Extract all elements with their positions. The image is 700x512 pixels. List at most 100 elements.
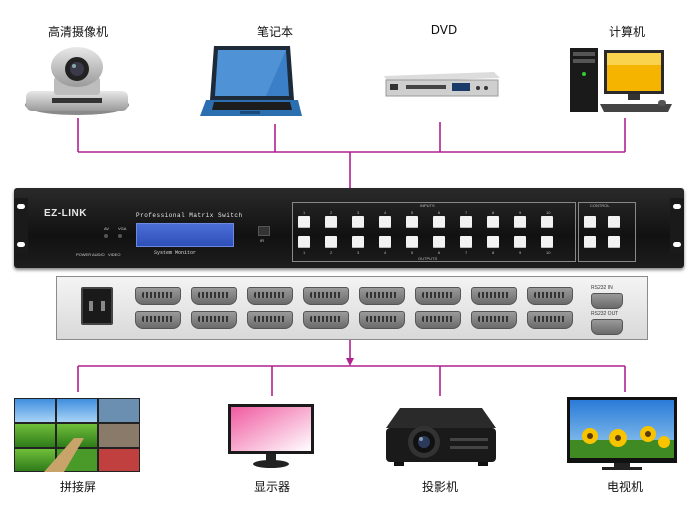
input-button[interactable] [514, 216, 526, 228]
output-button-number: 3 [357, 250, 360, 255]
rs232-out-port [591, 319, 623, 335]
output-port [527, 311, 573, 329]
led-av [104, 234, 108, 238]
output-port [135, 311, 181, 329]
input-port [135, 287, 181, 305]
input-button-number: 2 [330, 210, 333, 215]
input-button[interactable] [541, 216, 553, 228]
output-button[interactable] [487, 236, 499, 248]
source-label-laptop: 笔记本 [256, 25, 293, 39]
input-button-number: 7 [465, 210, 468, 215]
ir-label: IR [260, 238, 264, 243]
input-button-number: 10 [546, 210, 551, 215]
input-button-number: 4 [384, 210, 387, 215]
output-port [359, 311, 405, 329]
input-button-number: 5 [411, 210, 414, 215]
output-button[interactable] [433, 236, 445, 248]
input-button[interactable] [379, 216, 391, 228]
output-port [471, 311, 517, 329]
output-button-number: 2 [330, 250, 333, 255]
matrix-switch-front-panel: EZ-LINK AV VGA POWER AUDIO VIDEO Profess… [14, 188, 684, 268]
output-button[interactable] [352, 236, 364, 248]
output-button[interactable] [298, 236, 310, 248]
rs232-out-label: RS232 OUT [591, 311, 619, 317]
output-button[interactable] [325, 236, 337, 248]
ir-receiver [258, 226, 270, 236]
input-port [471, 287, 517, 305]
input-port [527, 287, 573, 305]
hd-camera-icon [25, 47, 129, 115]
indicator-audio: AUDIO [92, 252, 105, 257]
lcd-subtitle: System Monitor [154, 250, 197, 256]
output-port [415, 311, 461, 329]
output-label-projector: 投影机 [421, 480, 458, 494]
source-label-camera: 高清摄像机 [47, 25, 108, 39]
monitor-icon [228, 404, 314, 468]
input-port [303, 287, 349, 305]
control-button[interactable] [584, 236, 596, 248]
output-button-number: 6 [438, 250, 441, 255]
output-port [191, 311, 237, 329]
video-wall-icon [14, 398, 140, 472]
output-label-monitor: 显示器 [253, 480, 290, 494]
control-label: CONTROL [590, 203, 610, 208]
output-button[interactable] [514, 236, 526, 248]
input-port [359, 287, 405, 305]
output-button-number: 7 [465, 250, 468, 255]
input-button-number: 1 [303, 210, 306, 215]
input-button[interactable] [325, 216, 337, 228]
indicator-video: VIDEO [108, 252, 121, 257]
input-button[interactable] [460, 216, 472, 228]
input-port [415, 287, 461, 305]
led-vga [118, 234, 122, 238]
desktop-computer-icon [570, 48, 672, 112]
output-button[interactable] [541, 236, 553, 248]
source-label-computer: 计算机 [608, 25, 645, 39]
rs232-in-label: RS232 IN [591, 285, 613, 291]
laptop-icon [200, 46, 302, 116]
light-label-av: AV [104, 226, 110, 231]
output-button-number: 4 [384, 250, 387, 255]
input-button-number: 8 [492, 210, 495, 215]
input-button[interactable] [406, 216, 418, 228]
output-port [247, 311, 293, 329]
inputs-label: INPUTS [420, 203, 435, 208]
tv-icon [567, 397, 677, 470]
input-button-number: 9 [519, 210, 522, 215]
source-label-dvd: DVD [430, 23, 458, 37]
control-button[interactable] [584, 216, 596, 228]
rack-ear-right [670, 198, 684, 254]
output-button-number: 1 [303, 250, 306, 255]
control-button-panel [578, 202, 636, 262]
input-button[interactable] [487, 216, 499, 228]
input-output-button-panel [292, 202, 576, 262]
input-button[interactable] [433, 216, 445, 228]
output-button[interactable] [460, 236, 472, 248]
input-button[interactable] [352, 216, 364, 228]
output-label-tv: 电视机 [606, 480, 643, 494]
control-button[interactable] [608, 236, 620, 248]
control-button[interactable] [608, 216, 620, 228]
output-label-videowall: 拼接屏 [59, 480, 96, 494]
dvd-player-icon [384, 72, 500, 97]
brand-logo: EZ-LINK [44, 208, 87, 219]
input-button-number: 6 [438, 210, 441, 215]
input-button-number: 3 [357, 210, 360, 215]
input-port [247, 287, 293, 305]
input-port [191, 287, 237, 305]
light-label-vga: VGA [118, 226, 127, 231]
output-button-number: 5 [411, 250, 414, 255]
output-arrow [346, 358, 354, 366]
projector-icon [386, 408, 496, 466]
lcd-display [136, 223, 234, 247]
power-inlet [81, 287, 113, 325]
rs232-in-port [591, 293, 623, 309]
input-button[interactable] [298, 216, 310, 228]
output-button-number: 9 [519, 250, 522, 255]
output-button[interactable] [379, 236, 391, 248]
indicator-power: POWER [76, 252, 92, 257]
output-button[interactable] [406, 236, 418, 248]
output-port [303, 311, 349, 329]
matrix-switch-rear-panel: RS232 IN RS232 OUT [56, 276, 648, 340]
output-button-number: 10 [546, 250, 551, 255]
